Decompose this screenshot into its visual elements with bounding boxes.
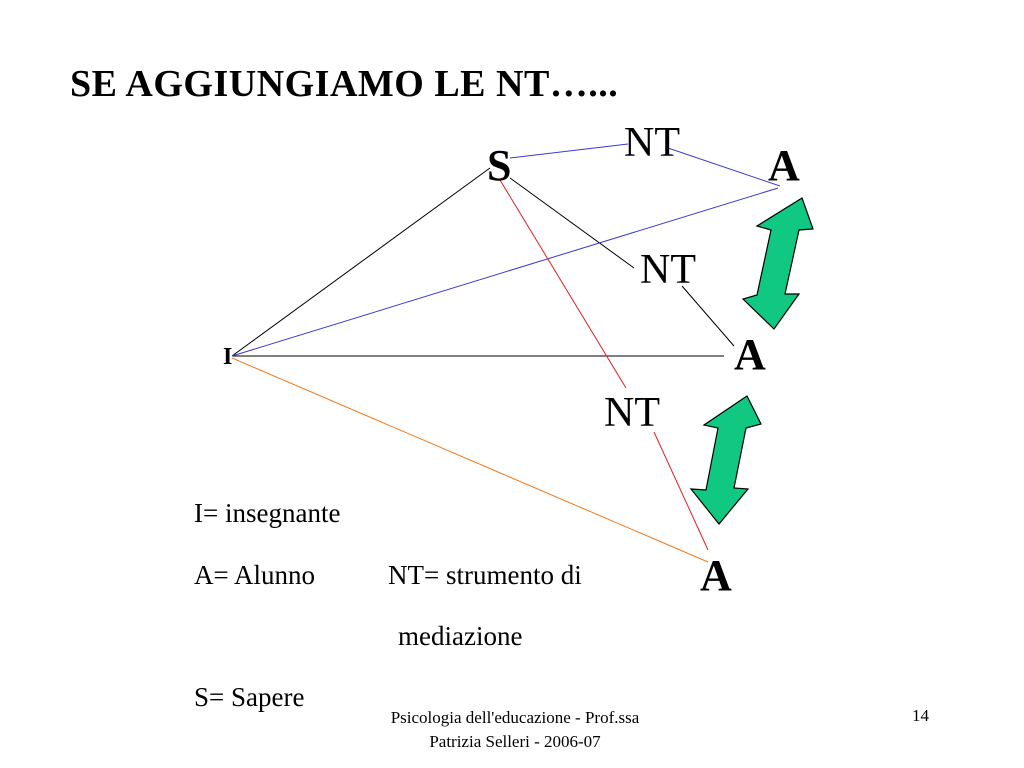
node-nt-low-label: NT	[604, 390, 660, 436]
line-s-nt-top	[509, 143, 629, 159]
legend-nt-line2: mediazione	[398, 621, 523, 651]
line-nt-top-a-top	[667, 147, 781, 187]
node-nt-mid-label: NT	[640, 247, 696, 293]
line-i-a-bottom	[231, 357, 709, 563]
node-nt-top-label: NT	[624, 120, 680, 166]
page-number: 14	[912, 706, 929, 725]
node-s-label: S	[487, 141, 511, 190]
legend-a: A= Alunno	[194, 560, 315, 590]
double-arrow-lower	[689, 395, 762, 525]
slide-footer: Psicologia dell'educazione - Prof.ssa Pa…	[350, 706, 680, 754]
legend-s: S= Sapere	[194, 682, 305, 712]
node-a-top-label: A	[768, 141, 800, 190]
footer-line-2: Patrizia Selleri - 2006-07	[429, 732, 601, 751]
slide-title: SE AGGIUNGIAMO LE NT…...	[70, 63, 619, 105]
footer-line-1: Psicologia dell'educazione - Prof.ssa	[390, 708, 640, 727]
node-a-mid-label: A	[734, 330, 766, 379]
legend-i: I= insegnante	[194, 498, 341, 528]
node-a-bottom-label: A	[700, 551, 732, 600]
line-i-a-top	[231, 187, 779, 357]
legend-nt-line1: NT= strumento di	[388, 560, 582, 590]
line-nt-low-a-bottom	[653, 431, 709, 551]
line-s-nt-low	[499, 179, 627, 389]
line-nt-mid-a-mid	[681, 285, 735, 347]
line-i-s	[231, 167, 491, 357]
node-i-label: I	[223, 344, 232, 370]
double-arrow-upper	[741, 197, 814, 330]
line-s-nt-mid	[509, 177, 635, 269]
